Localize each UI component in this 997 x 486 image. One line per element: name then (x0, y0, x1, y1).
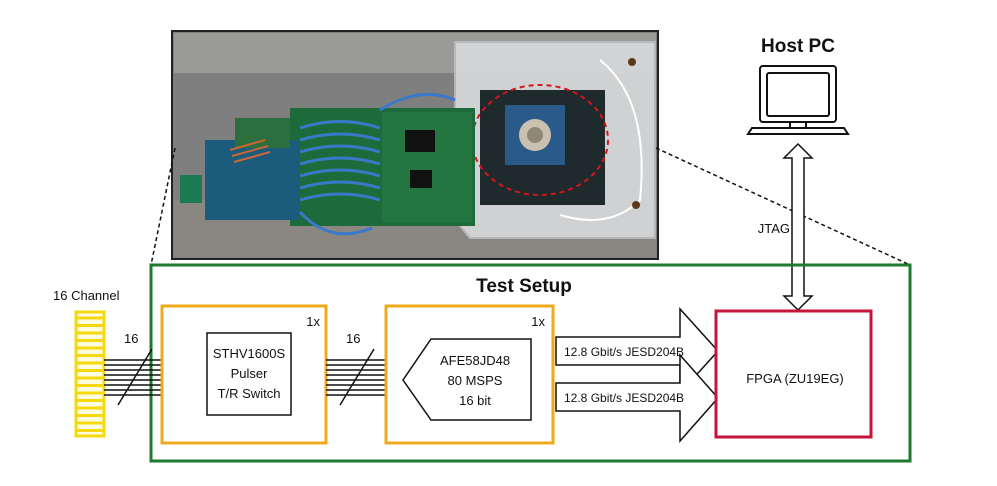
laptop-icon (746, 65, 850, 135)
pulser-chip (206, 332, 292, 416)
test-setup-frame (149, 263, 912, 463)
bus-16-channel-2 (326, 348, 386, 406)
transducer-label: 16 Channel (53, 288, 120, 303)
afe-chip (402, 338, 532, 421)
hardware-photo (171, 30, 659, 260)
projection-line-right (655, 147, 911, 266)
projection-line-left (150, 147, 176, 266)
test-setup-title: Test Setup (476, 276, 572, 297)
bus-2-count: 16 (346, 331, 360, 346)
afe-line-3: 16 bit (459, 393, 491, 408)
afe-block (384, 304, 555, 445)
pulser-line-1: STHV1600S (213, 346, 286, 361)
pulser-line-3: T/R Switch (218, 386, 281, 401)
jesd-link-arrow-1 (555, 307, 720, 395)
afe-line-2: 80 MSPS (448, 373, 503, 388)
transducer-array (74, 310, 106, 438)
jesd-link-label-2: 12.8 Gbit/s JESD204B (564, 391, 684, 405)
pulser-count: 1x (306, 314, 320, 329)
afe-line-1: AFE58JD48 (440, 353, 510, 368)
fpga-label: FPGA (ZU19EG) (746, 371, 844, 386)
jesd-link-arrow-2 (555, 353, 720, 443)
afe-count: 1x (531, 314, 545, 329)
fpga-block (714, 309, 873, 439)
pulser-line-2: Pulser (231, 366, 269, 381)
jesd-link-label-1: 12.8 Gbit/s JESD204B (564, 345, 684, 359)
bus-16-channel-1 (104, 348, 162, 406)
host-pc-label: Host PC (761, 36, 835, 57)
jtag-label: JTAG (758, 221, 790, 236)
bus-1-count: 16 (124, 331, 138, 346)
